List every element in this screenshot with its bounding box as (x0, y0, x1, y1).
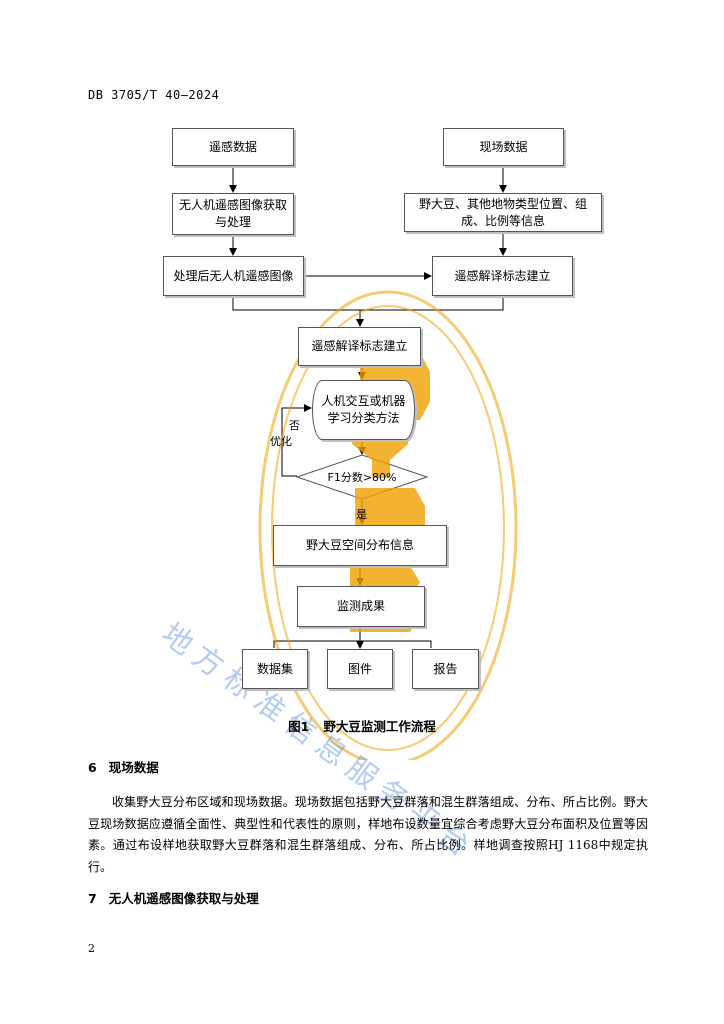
node-monitoring-results: 监测成果 (297, 586, 425, 627)
node-interpretation-sign-center: 遥感解译标志建立 (298, 327, 421, 366)
node-field-info: 野大豆、其他地物类型位置、组成、比例等信息 (404, 193, 602, 232)
node-interpretation-sign-right: 遥感解译标志建立 (432, 256, 573, 296)
section-number: 7 (88, 891, 97, 906)
section-title: 无人机遥感图像获取与处理 (108, 891, 259, 906)
label-optimize: 优化 (270, 435, 292, 448)
section-title: 现场数据 (108, 760, 159, 775)
node-dataset: 数据集 (242, 649, 308, 689)
node-classification-method: 人机交互或机器学习分类方法 (312, 380, 415, 440)
node-processed-uav-images: 处理后无人机遥感图像 (163, 256, 304, 296)
node-field-data: 现场数据 (443, 128, 564, 166)
node-distribution-info: 野大豆空间分布信息 (273, 525, 447, 566)
node-f1-decision: F1分数>80% (327, 470, 397, 484)
label-no: 否 (289, 419, 300, 432)
page-number: 2 (88, 942, 95, 955)
node-remote-sensing-data: 遥感数据 (172, 128, 294, 166)
node-maps: 图件 (327, 649, 393, 689)
figure-number: 图1 (288, 719, 310, 734)
figure-title: 野大豆监测工作流程 (323, 719, 436, 734)
section-6-heading: 6 现场数据 (88, 757, 159, 776)
workflow-flowchart: 地方标准信息服务平台 遥感数据 现场数据 无人机遥感图像获取与处理 野大豆、其他… (155, 128, 602, 868)
figure-caption: 图1 野大豆监测工作流程 (0, 716, 724, 735)
section-7-heading: 7 无人机遥感图像获取与处理 (88, 888, 259, 907)
node-uav-image-acquisition: 无人机遥感图像获取与处理 (172, 193, 294, 235)
standard-code-header: DB 3705/T 40—2024 (88, 88, 220, 102)
section-number: 6 (88, 760, 97, 775)
section-6-paragraph: 收集野大豆分布区域和现场数据。现场数据包括野大豆群落和混生群落组成、分布、所占比… (88, 795, 648, 874)
label-yes: 是 (356, 508, 367, 521)
node-report: 报告 (412, 649, 479, 689)
